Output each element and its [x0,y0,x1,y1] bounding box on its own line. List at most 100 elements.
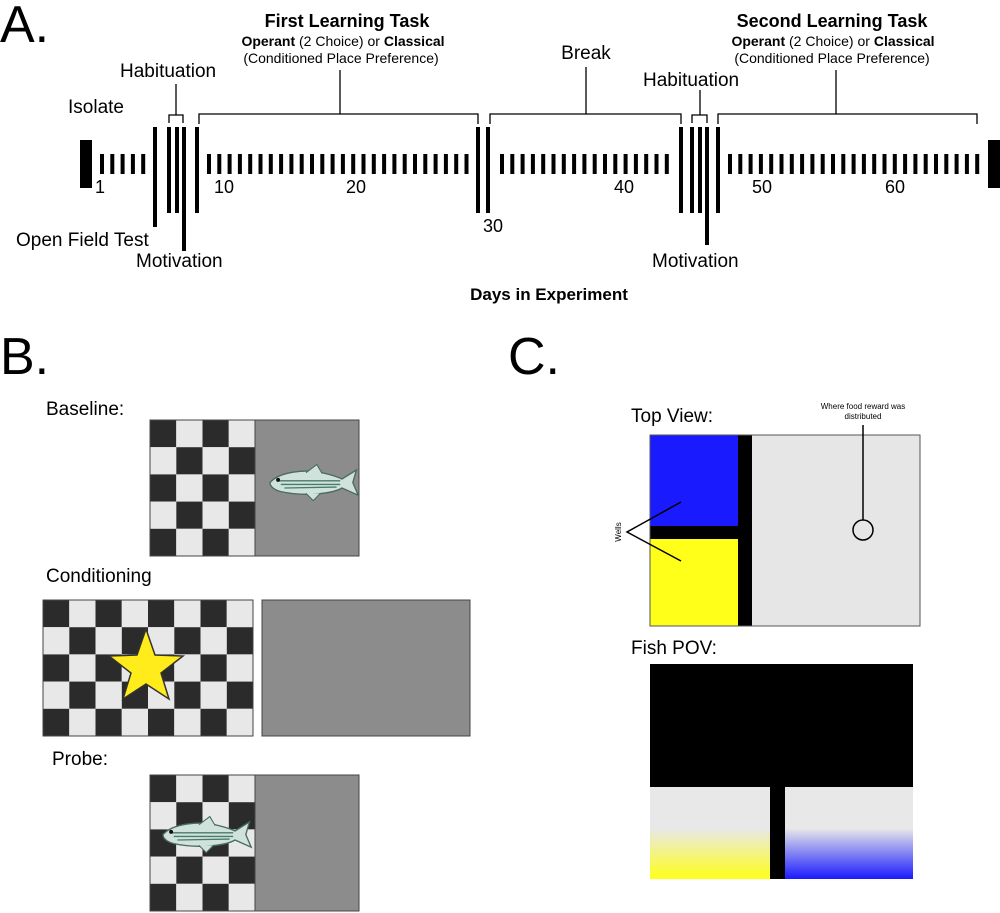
task1-bracket [198,113,479,124]
checker-square [202,501,229,529]
day-tick [810,154,815,174]
checker-square [226,600,254,628]
day-tick [227,154,232,174]
day-tick [789,154,794,174]
motivation-bar-2 [705,127,709,245]
day30-bar [486,127,490,213]
day-tick [841,154,846,174]
checker-square [200,681,227,709]
checker-square [150,883,177,911]
checker-square [202,528,229,556]
checker-square [226,708,254,736]
checker-square [69,681,96,709]
checker-square [174,708,201,736]
checker-square [176,447,203,475]
checker-square [200,708,227,736]
checker-square [69,600,96,628]
day-label-10: 10 [214,177,234,197]
day-tick [738,154,743,174]
wells-pointer [625,501,682,562]
day-tick [330,154,335,174]
probe-label: Probe: [52,749,108,770]
checker-square [228,775,256,803]
day-tick [289,154,294,174]
fish-pov-label: Fish POV: [631,638,717,659]
day-tick [633,154,638,174]
day-tick [392,154,397,174]
day-tick [141,154,146,174]
top-view-border [649,434,921,627]
day-tick [800,154,805,174]
probe-gray-side [254,774,360,912]
day-tick [361,154,366,174]
checker-square [202,775,229,803]
checker-square [150,447,177,475]
food-note-line2: distributed [845,412,882,421]
checker-square [202,883,229,911]
day-tick [443,154,448,174]
day-tick [944,154,949,174]
day-tick [861,154,866,174]
checker-square [69,627,96,655]
checker-square [95,681,122,709]
center-wall [738,435,752,626]
first-task-operant: Operant [241,33,295,49]
day-tick [382,154,387,174]
second-task-operant: Operant [731,33,785,49]
day-tick [882,154,887,174]
checker-square [228,883,256,911]
checker-square [226,654,254,682]
checker-square [174,600,201,628]
timeline-end-cap [988,140,1000,188]
habituation-bar-2b [698,127,702,213]
checker-square [228,474,256,502]
day-tick [728,154,732,174]
checker-square [150,420,177,448]
day-tick [851,154,856,174]
panel-c-label: C. [508,328,560,386]
day-tick [402,154,407,174]
day-tick [279,154,284,174]
day-tick [207,154,211,174]
panel-c: C. Top View: Where food reward was distr… [508,328,921,879]
habituation-bar-1a [167,127,171,213]
checker-square [226,681,254,709]
second-task-line2: Operant (2 Choice) or Classical [731,33,934,49]
day-label-60: 60 [885,177,905,197]
open-field-bar [153,127,157,227]
day-tick [340,154,345,174]
timeline-start-cap [80,140,92,188]
day-tick [268,154,273,174]
second-task-subtitle: (Conditioned Place Preference) [734,50,929,66]
day-tick [371,154,376,174]
day-label-30: 30 [483,216,503,236]
first-task-title: First Learning Task [265,11,431,31]
pov-blue-well [785,787,913,879]
checker-square [95,600,122,628]
checker-square [176,474,203,502]
day-tick [541,154,546,174]
checker-square [150,474,177,502]
checker-square [228,856,256,884]
checker-square [174,627,201,655]
day-tick [351,154,356,174]
motivation-label-2: Motivation [652,251,739,272]
day-tick [654,154,659,174]
day-tick [110,154,115,174]
baseline-label: Baseline: [46,399,124,420]
star-reward [106,626,186,701]
day-tick [892,154,897,174]
baseline-arena-border [149,419,360,557]
top-view-label: Top View: [631,406,713,427]
checker-square [200,627,227,655]
day-tick [820,154,825,174]
fish-pov-view [650,664,913,879]
task1-end-bar-a [476,127,480,213]
day-tick [530,154,535,174]
task2-bracket [717,113,978,124]
second-task-title: Second Learning Task [737,11,929,31]
checker-square [202,474,229,502]
food-note-line1: Where food reward was [821,402,905,411]
day-tick [310,154,314,174]
day-tick [748,154,753,174]
